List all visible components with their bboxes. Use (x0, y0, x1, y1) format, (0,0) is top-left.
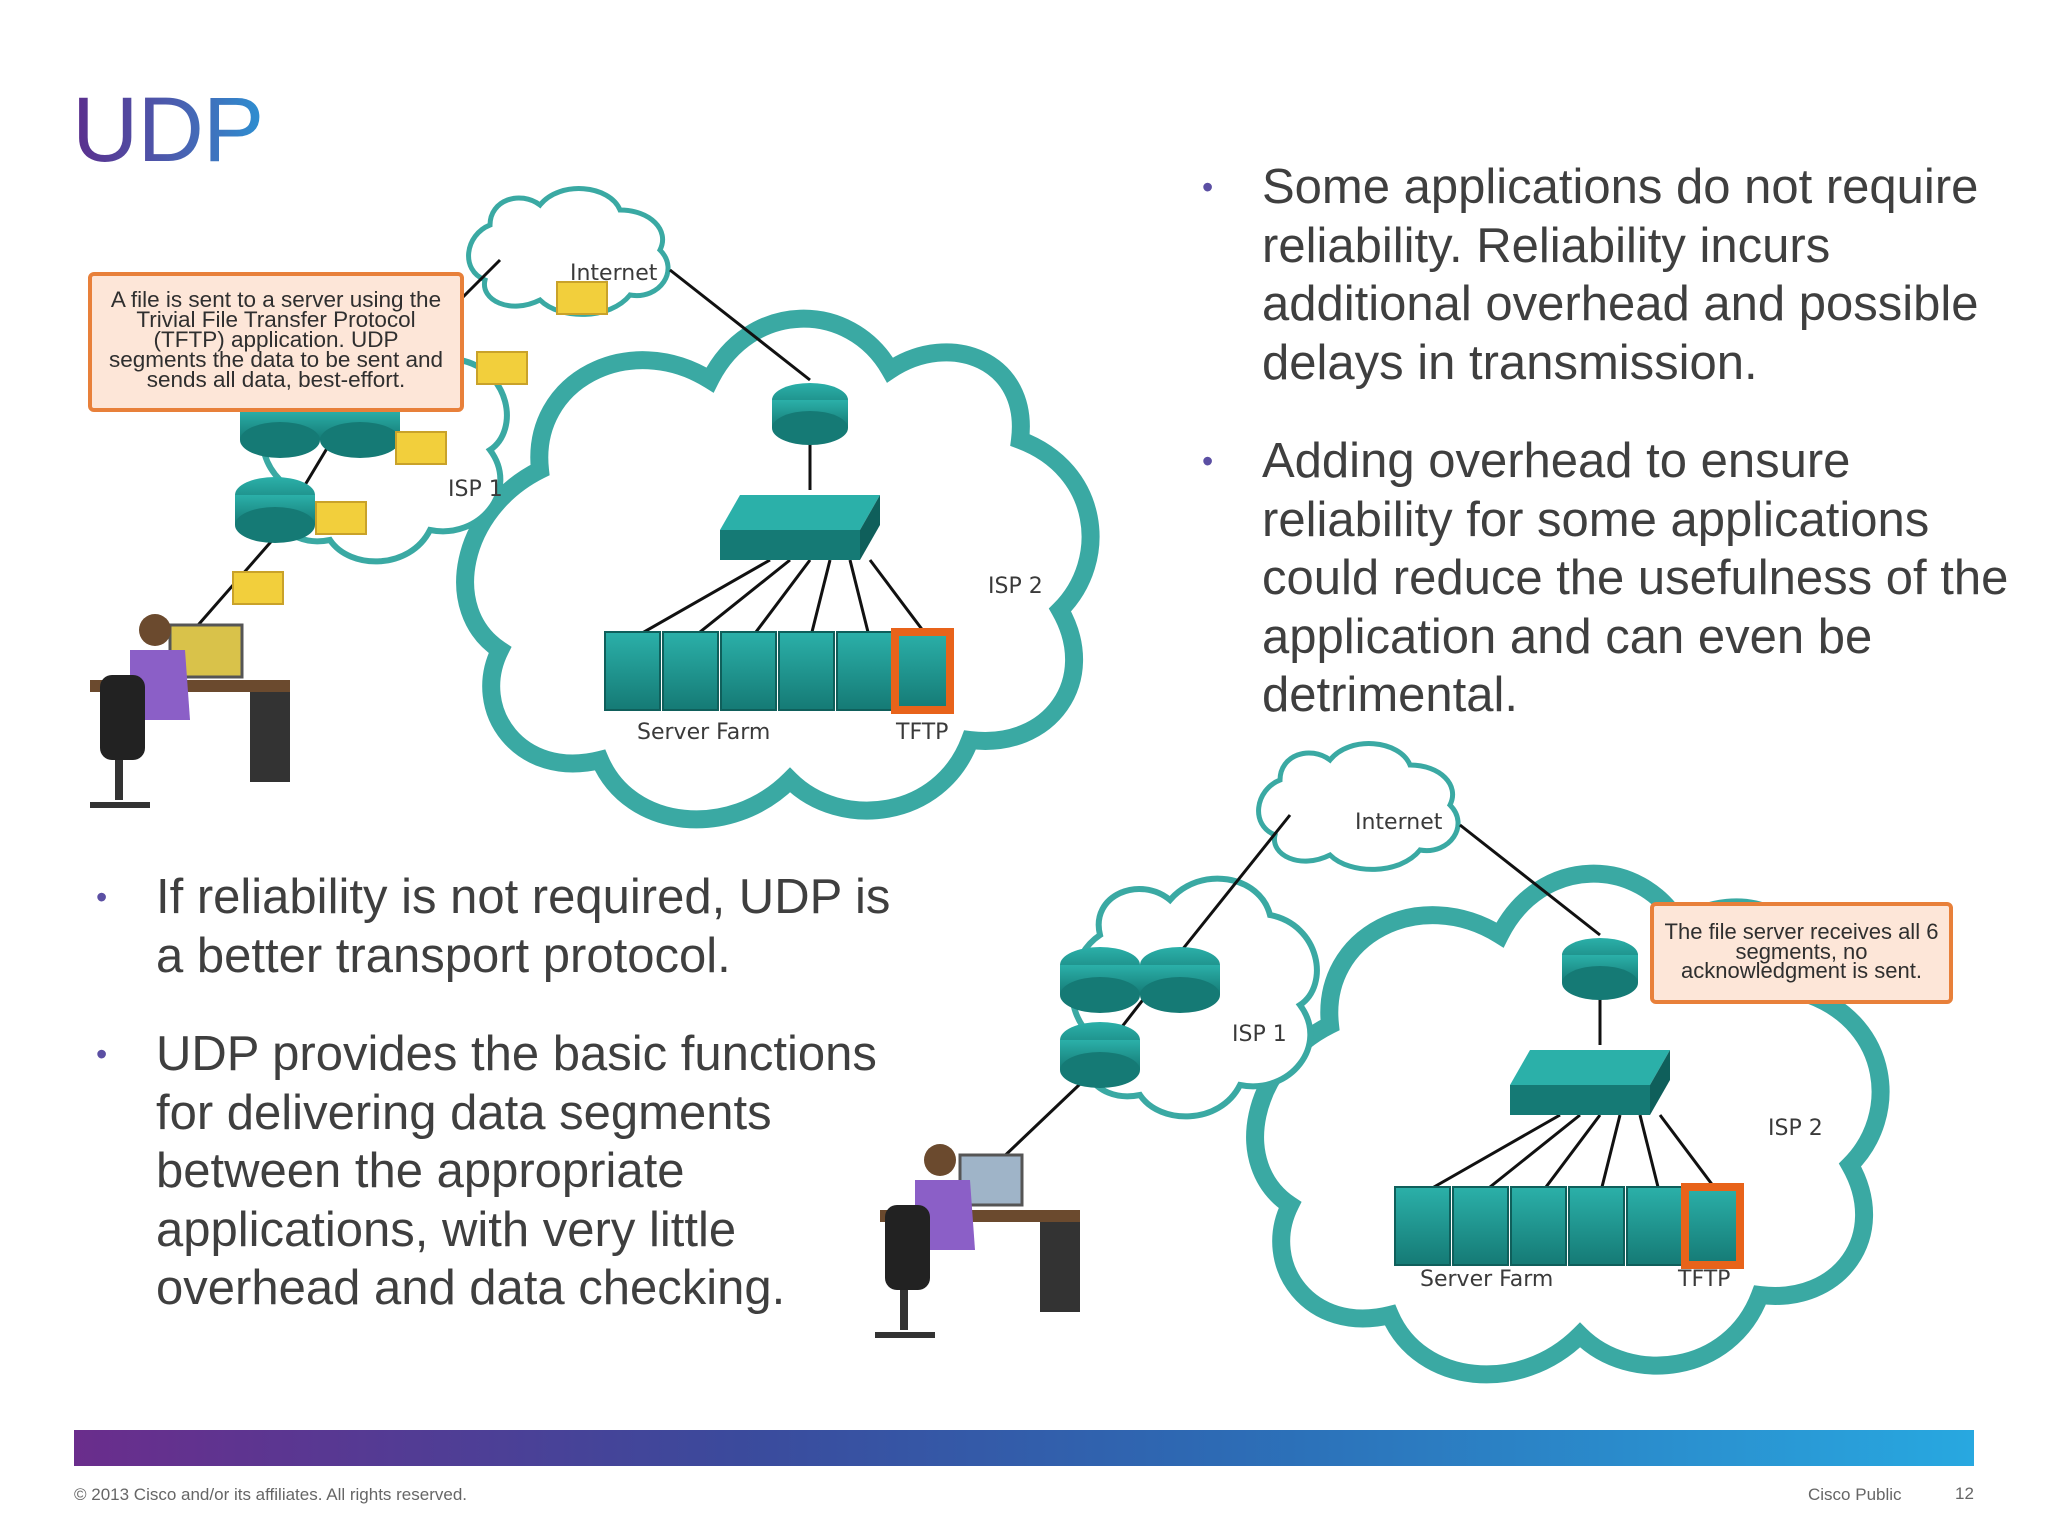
bullet-glyph: • (96, 1036, 108, 1072)
internet-label: Internet (570, 261, 658, 286)
slide-title: UDP (72, 79, 264, 181)
bullet-text: Adding overhead to ensure reliability fo… (1262, 434, 2009, 722)
isp1-label: ISP 1 (1232, 1022, 1287, 1047)
envelope-icon (232, 281, 608, 605)
bullet-glyph: • (1202, 443, 1214, 479)
router-icon (772, 383, 848, 445)
switch-icon (720, 495, 880, 560)
tftp-server-icon (1681, 1183, 1744, 1269)
footer-classification: Cisco Public (1808, 1485, 1902, 1504)
isp2-label: ISP 2 (1768, 1116, 1823, 1141)
tftp-label: TFTP (895, 720, 948, 745)
internet-label: Internet (1355, 810, 1443, 835)
udp-receive-diagram: Internet ISP 1 ISP 2 Server Farm TFTP (875, 741, 1890, 1384)
router-icon (1060, 1022, 1140, 1088)
isp1-label: ISP 1 (448, 477, 503, 502)
switch-icon (1510, 1050, 1670, 1115)
user-workstation-icon (875, 1144, 1080, 1338)
router-icon (1060, 947, 1140, 1013)
footer-gradient-bar (74, 1430, 1974, 1466)
server-farm-label: Server Farm (637, 720, 770, 745)
top-bullet-list: • Some applications do not require reliab… (1202, 158, 2022, 765)
send-callout: A file is sent to a server using the Tri… (88, 272, 464, 412)
server-farm-label: Server Farm (1420, 1267, 1553, 1292)
user-workstation-icon (90, 614, 290, 808)
internet-cloud-icon (466, 186, 671, 317)
receive-callout: The file server receives all 6 segments,… (1650, 902, 1953, 1004)
page-number: 12 (1955, 1484, 1974, 1503)
footer-copyright: © 2013 Cisco and/or its affiliates. All … (74, 1485, 468, 1504)
router-icon (235, 477, 315, 543)
tftp-server-icon (891, 628, 954, 714)
isp2-label: ISP 2 (988, 574, 1043, 599)
bullet-glyph: • (1202, 169, 1214, 205)
bullet-item: • Adding overhead to ensure reliability f… (1202, 432, 2022, 725)
bullet-text: If reliability is not required, UDP is a… (156, 870, 891, 983)
tftp-label: TFTP (1677, 1267, 1730, 1292)
router-icon (1140, 947, 1220, 1013)
bottom-bullet-list: • If reliability is not required, UDP is … (96, 868, 896, 1358)
bullet-glyph: • (96, 879, 108, 915)
bullet-item: • UDP provides the basic functions for de… (96, 1025, 896, 1318)
bullet-text: UDP provides the basic functions for del… (156, 1027, 877, 1315)
udp-send-diagram: Internet ISP 1 ISP 2 Server Farm TFTP (90, 186, 1100, 829)
router-icon (1562, 938, 1638, 1000)
internet-cloud-icon (1256, 741, 1461, 872)
server-farm-icon (604, 628, 954, 714)
bullet-item: • If reliability is not required, UDP is … (96, 868, 896, 985)
bullet-item: • Some applications do not require reliab… (1202, 158, 2022, 392)
server-farm-icon (1394, 1183, 1744, 1269)
bullet-text: Some applications do not require reliabi… (1262, 160, 1979, 390)
